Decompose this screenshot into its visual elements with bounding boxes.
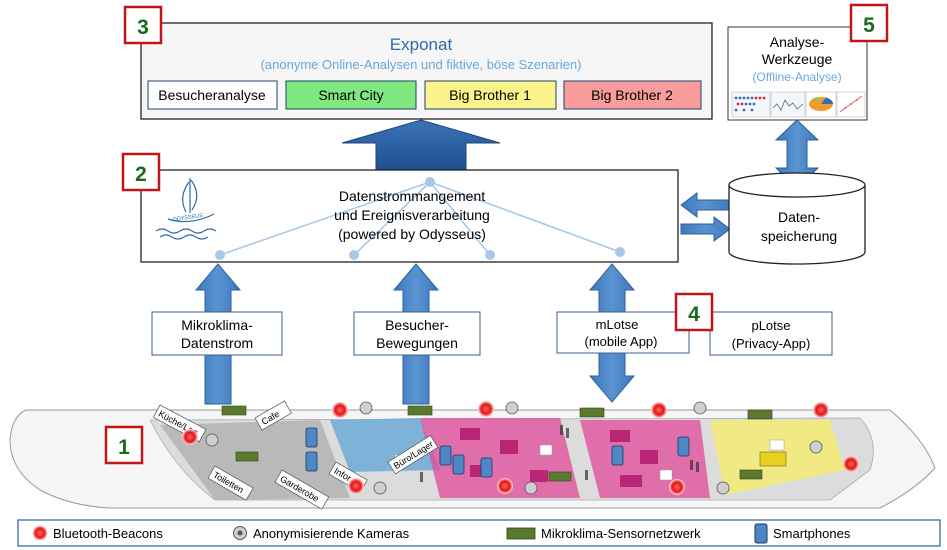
mikroklima-source-box: Mikroklima- Datenstrom <box>151 311 283 356</box>
odysseus-logo-text: ODYSSEUS <box>172 213 203 223</box>
storage-to-stream-arrow <box>680 192 731 218</box>
svg-text:1: 1 <box>118 436 130 459</box>
scenario-button-smart-city[interactable]: Smart City <box>285 80 417 110</box>
scenario-label: Smart City <box>318 87 383 103</box>
stream-to-storage-arrow <box>680 216 731 242</box>
mini-charts-icon <box>731 91 866 118</box>
stream-title-line3: (powered by Odysseus) <box>338 226 486 242</box>
svg-text:Datenstrom: Datenstrom <box>181 335 253 351</box>
badge-1: 1 <box>104 425 144 465</box>
legend: Bluetooth-Beacons Anonymisierende Kamera… <box>17 519 941 547</box>
badge-3: 3 <box>123 5 163 45</box>
svg-text:mLotse: mLotse <box>596 317 639 332</box>
ship-floorplan: Küche/Lag Cafe Toiletten Garderobe Infor… <box>9 400 936 510</box>
smartphone-icon <box>305 427 690 478</box>
smartphone-icon <box>754 523 768 544</box>
badge-5: 5 <box>849 3 889 43</box>
scenario-label: Big Brother 1 <box>449 87 531 103</box>
beacon-icon <box>32 525 48 541</box>
svg-text:Bluetooth-Beacons: Bluetooth-Beacons <box>53 526 163 541</box>
scenario-button-big-brother-1[interactable]: Big Brother 1 <box>424 80 557 110</box>
legend-item-cameras: Anonymisierende Kameras <box>233 526 410 541</box>
stream-network-links <box>219 181 621 256</box>
storage-label-line1: Daten- <box>778 209 820 225</box>
beacon-icon <box>182 401 859 495</box>
svg-text:pLotse: pLotse <box>751 318 790 333</box>
scenario-label: Besucheranalyse <box>158 87 266 103</box>
svg-text:Mikroklima-Sensornetzwerk: Mikroklima-Sensornetzwerk <box>541 526 701 541</box>
analyse-subtitle: (Offline-Analyse) <box>752 70 841 84</box>
svg-text:3: 3 <box>137 16 149 39</box>
sensor-icon <box>221 405 773 482</box>
stream-title-line2: und Ereignisverarbeitung <box>334 207 490 223</box>
svg-text:Bewegungen: Bewegungen <box>376 335 458 351</box>
svg-text:(Privacy-App): (Privacy-App) <box>732 336 811 351</box>
svg-text:Mikroklima-: Mikroklima- <box>181 317 253 333</box>
plotse-source-box[interactable]: pLotse (Privacy-App) <box>709 311 833 356</box>
legend-item-sensors: Mikroklima-Sensornetzwerk <box>506 526 701 541</box>
mlotse-source-box[interactable]: mLotse (mobile App) <box>556 311 690 354</box>
exponat-panel: Exponat (anonyme Online-Analysen und fik… <box>140 22 713 120</box>
legend-item-beacons: Bluetooth-Beacons <box>32 525 163 541</box>
data-storage-cylinder: Daten- speicherung <box>728 172 866 265</box>
stream-to-exponat-arrow <box>341 119 501 171</box>
svg-text:2: 2 <box>135 163 147 186</box>
scenario-button-besucheranalyse[interactable]: Besucheranalyse <box>147 80 278 110</box>
analyse-title-line1: Analyse- <box>770 34 825 50</box>
svg-text:Besucher-: Besucher- <box>385 317 449 333</box>
storage-label-line2: speicherung <box>761 228 837 244</box>
svg-text:Smartphones: Smartphones <box>773 526 851 541</box>
legend-item-smartphones: Smartphones <box>754 523 851 544</box>
stream-title-line1: Datenstrommangement <box>339 188 485 204</box>
exponat-subtitle: (anonyme Online-Analysen und fiktive, bö… <box>261 57 582 72</box>
badge-2: 2 <box>121 152 161 192</box>
sensor-icon <box>506 527 536 540</box>
scenario-label: Big Brother 2 <box>591 87 673 103</box>
exponat-title: Exponat <box>390 35 453 54</box>
odysseus-logo-icon <box>155 178 217 240</box>
badge-4: 4 <box>674 292 714 332</box>
svg-text:Anonymisierende Kameras: Anonymisierende Kameras <box>253 526 410 541</box>
analyse-title-line2: Werkzeuge <box>762 51 833 67</box>
svg-text:(mobile App): (mobile App) <box>585 334 658 349</box>
camera-icon <box>205 401 823 495</box>
svg-text:4: 4 <box>688 303 700 326</box>
stream-processing-panel: Datenstrommangement und Ereignisverarbei… <box>140 169 679 263</box>
svg-text:5: 5 <box>863 14 875 37</box>
scenario-button-big-brother-2[interactable]: Big Brother 2 <box>563 80 702 110</box>
besucher-source-box: Besucher- Bewegungen <box>353 311 481 356</box>
analyse-panel: Analyse- Werkzeuge (Offline-Analyse) <box>727 26 868 121</box>
